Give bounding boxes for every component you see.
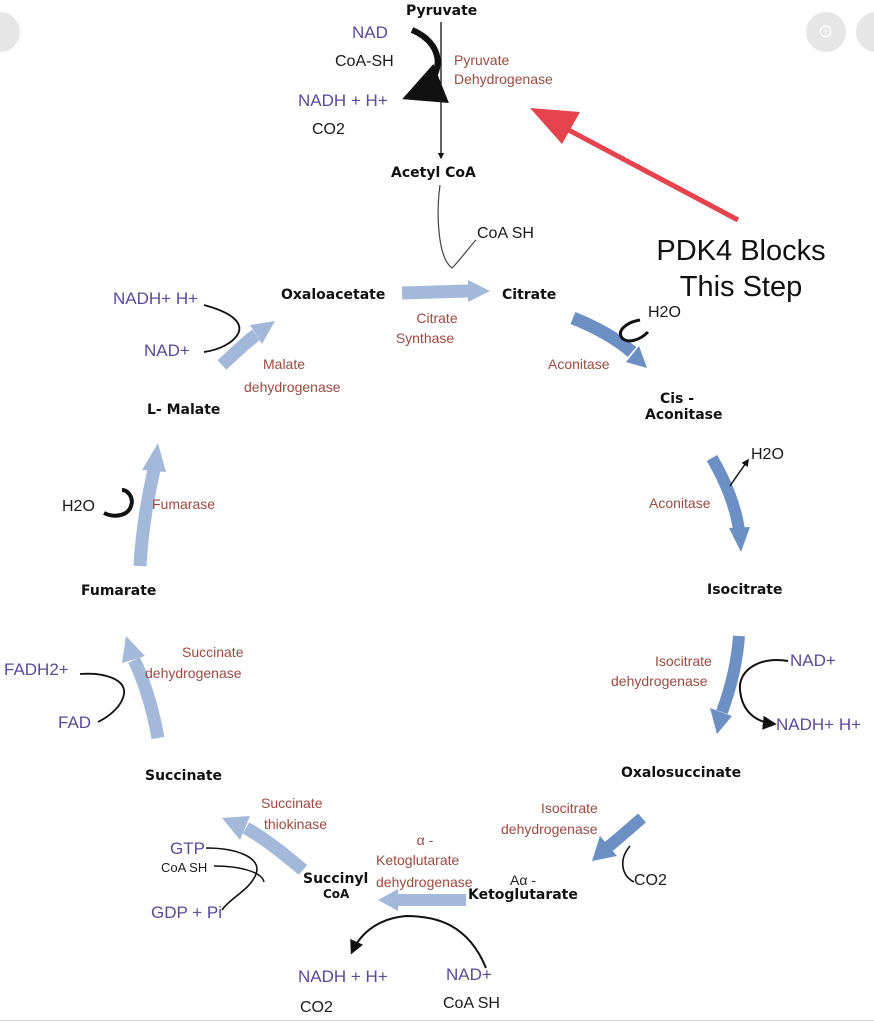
enzyme-akg-dh-line3: dehydrogenase: [376, 874, 473, 890]
cofactor-mdh-nad: NAD+: [144, 341, 190, 360]
oxs-co2-curve: [622, 845, 635, 883]
cofactor-pdh-co2: CO2: [312, 121, 345, 138]
cofactor-pdh-coash: CoA-SH: [335, 53, 394, 70]
cofactor-aconitase-h2o-a: H2O: [648, 304, 681, 321]
prev-button[interactable]: [0, 12, 20, 52]
acon-h2o-curve: [619, 318, 650, 343]
metabolite-oxaloacetate: Oxaloacetate: [281, 287, 386, 303]
metabolite-l-malate: L- Malate: [147, 402, 221, 418]
metabolite-cis-aconitase-line1: Cis -: [659, 391, 695, 407]
bottom-divider: [0, 1020, 874, 1021]
annotation-line1: PDK4 Blocks: [656, 235, 826, 267]
cycle-arrow-succoa-succinate: [242, 822, 308, 875]
enzyme-succ-thiokinase-line1: Succinate: [261, 795, 323, 811]
cycle-arrow-cis-isocitrate: [706, 454, 745, 531]
cofactor-akg-co2: CO2: [300, 999, 333, 1016]
cycle-arrow-citrate-cis: [570, 311, 637, 357]
cofactor-sdh-fadh2: FADH2+: [4, 660, 69, 679]
cycle-arrow-malate-oaa: [217, 329, 260, 370]
cofactor-oxalosuccinate-co2: CO2: [634, 872, 667, 889]
next-button[interactable]: [856, 12, 874, 52]
enzyme-succ-thiokinase-line2: thiokinase: [264, 816, 328, 832]
pdk4-annotation-arrow: [546, 116, 740, 223]
cofactor-sdh-fad: FAD: [58, 713, 92, 732]
metabolite-isocitrate: Isocitrate: [707, 582, 783, 598]
fumarase-h2o-curve: [103, 488, 134, 518]
enzyme-aconitase-b: Aconitase: [649, 495, 711, 511]
cycle-arrow-succinate-fumarate: [128, 657, 165, 740]
enzyme-isocitrate-dh-a-line1: Isocitrate: [655, 653, 712, 669]
enzyme-succ-dh-line2: dehydrogenase: [145, 665, 242, 681]
metabolite-ketoglutarate-line1: Aα -: [510, 872, 536, 888]
metabolite-succinate: Succinate: [145, 768, 223, 784]
enzyme-fumarase: Fumarase: [152, 496, 216, 512]
cycle-arrow-oxs-akg: [604, 813, 646, 852]
cofactor-fumarase-h2o: H2O: [62, 498, 95, 515]
cofactor-stk-coash: CoA SH: [161, 860, 208, 875]
enzyme-isocitrate-dh-a-line2: dehydrogenase: [611, 673, 708, 689]
enzyme-isocitrate-dh-b-line2: dehydrogenase: [501, 821, 598, 837]
mdh-nad-curve: [203, 304, 241, 353]
stk-gtp-curve: [205, 847, 258, 911]
sdh-fad-curve: [79, 672, 125, 723]
cofactor-stk-gtp: GTP: [170, 839, 205, 858]
lens-search-button[interactable]: ⊙: [806, 12, 846, 52]
cofactor-akg-coash: CoA SH: [443, 995, 500, 1012]
cofactor-stk-gdp: GDP + Pi: [151, 903, 223, 922]
enzyme-aconitase-a: Aconitase: [548, 356, 610, 372]
lens-icon: ⊙: [818, 21, 834, 41]
metabolite-succinyl-coa-line2: CoA: [323, 887, 350, 901]
akg-cofactor-curve: [350, 914, 487, 969]
cofactor-cs-coash: CoA SH: [477, 225, 534, 242]
cofactor-akg-nad: NAD+: [446, 965, 492, 984]
acon-h2o-out-arrow: [729, 458, 749, 487]
metabolite-cis-aconitase-line2: Aconitase: [645, 407, 723, 423]
metabolite-succinyl-coa-line1: Succinyl: [303, 871, 369, 887]
annotation-line2: This Step: [679, 271, 803, 303]
metabolite-citrate: Citrate: [502, 287, 557, 303]
cycle-arrow-fumarate-malate: [133, 468, 161, 567]
cycle-arrow-oaa-citrate: [401, 284, 469, 300]
cofactor-aconitase-h2o-b: H2O: [751, 446, 784, 463]
metabolite-fumarate: Fumarate: [81, 583, 157, 599]
cofactor-pdh-nad: NAD: [352, 23, 388, 42]
cofactor-mdh-nadh: NADH+ H+: [113, 289, 199, 308]
enzyme-pdh-line2: Dehydrogenase: [454, 71, 553, 87]
acetyl-coa-line: [437, 184, 477, 269]
metabolite-ketoglutarate-line2: Ketoglutarate: [468, 887, 578, 903]
enzyme-akg-dh-line1: α -: [416, 832, 434, 848]
pdh-cofactor-arrow: [402, 27, 450, 103]
cofactor-akg-nadh: NADH + H+: [298, 967, 388, 986]
cofactor-pdh-nadh: NADH + H+: [298, 91, 388, 110]
enzyme-malate-dh-line2: dehydrogenase: [244, 379, 341, 395]
enzyme-citrate-synthase-line1: Citrate: [416, 310, 458, 326]
enzyme-succ-dh-line1: Succinate: [182, 644, 244, 660]
metabolite-oxalosuccinate: Oxalosuccinate: [621, 765, 742, 781]
enzyme-akg-dh-line2: Ketoglutarate: [376, 852, 460, 868]
cycle-arrow-isocitrate-oxs: [716, 635, 745, 715]
cofactor-idh-nad: NAD+: [790, 651, 836, 670]
enzyme-citrate-synthase-line2: Synthase: [395, 330, 455, 346]
enzyme-isocitrate-dh-b-line1: Isocitrate: [541, 800, 598, 816]
cofactor-idh-nadh: NADH+ H+: [776, 715, 862, 734]
metabolite-acetyl-coa: Acetyl CoA: [391, 165, 476, 181]
enzyme-malate-dh-line1: Malate: [263, 356, 306, 372]
stk-coash-curve: [213, 865, 265, 883]
enzyme-pdh-line1: Pyruvate: [454, 52, 510, 68]
metabolite-pyruvate: Pyruvate: [406, 3, 478, 19]
idh-nad-curve: [738, 659, 789, 730]
